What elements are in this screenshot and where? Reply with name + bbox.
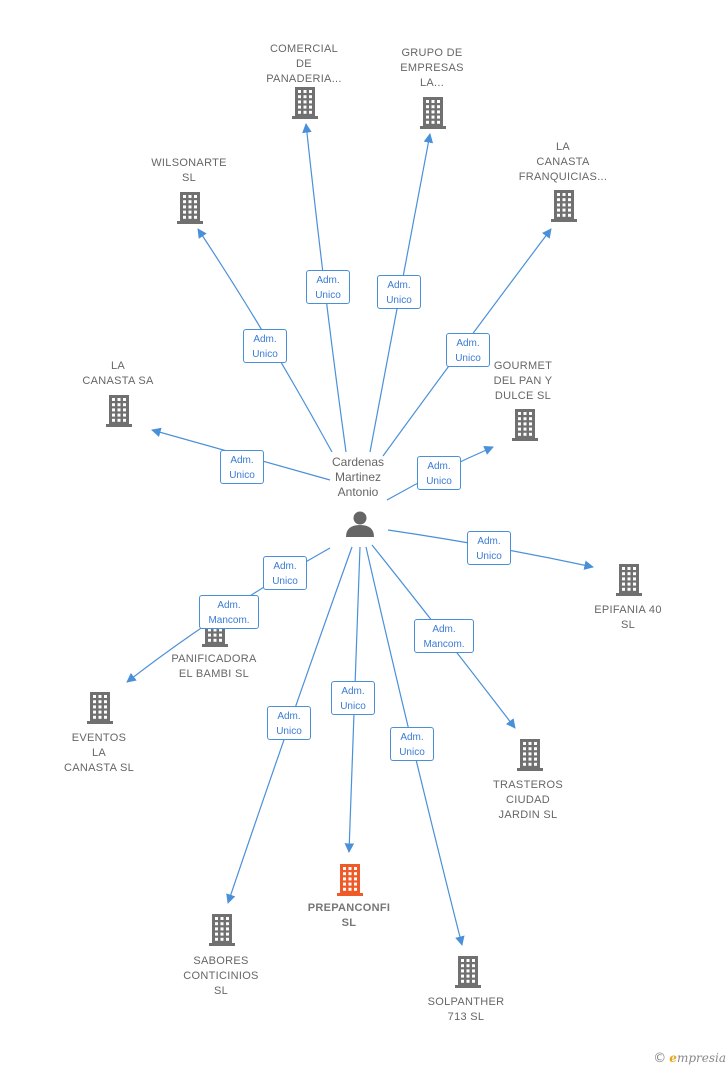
building-icon-trasteros[interactable] [517,739,543,771]
node-label-comercial[interactable]: COMERCIAL DE PANADERIA... [266,43,342,85]
building-icon-grupo[interactable] [420,97,446,129]
node-label-epifania[interactable]: EPIFANIA 40 SL [594,604,662,631]
building-icon-franquicias[interactable] [551,190,577,222]
edge-label-bambi: Adm. Unico [263,556,307,590]
node-label-bambi[interactable]: PANIFICADORA EL BAMBI SL [171,653,257,680]
edge-label-eventos: Adm. Mancom. [199,595,259,629]
person-icon[interactable] [346,511,374,538]
node-label-trasteros[interactable]: TRASTEROS CIUDAD JARDIN SL [493,779,563,821]
building-icon-wilsonarte[interactable] [177,192,203,224]
node-label-franquicias[interactable]: LA CANASTA FRANQUICIAS... [518,141,608,183]
center-person-name[interactable]: Cardenas Martinez Antonio [331,455,385,499]
building-icon-eventos[interactable] [87,692,113,724]
building-icon-comercial[interactable] [292,87,318,119]
building-icon-prepanconfi[interactable] [337,864,363,896]
edge-label-grupo: Adm. Unico [377,275,421,309]
edge-label-gourmet: Adm. Unico [417,456,461,490]
edge-label-solpanther: Adm. Unico [390,727,434,761]
building-icon-epifania[interactable] [616,564,642,596]
edge-label-epifania: Adm. Unico [467,531,511,565]
edge-label-canastasa: Adm. Unico [220,450,264,484]
node-label-gourmet[interactable]: GOURMET DEL PAN Y DULCE SL [493,360,553,402]
edge-label-trasteros: Adm. Mancom. [414,619,474,653]
building-icon-sabores[interactable] [209,914,235,946]
copyright-symbol: © [653,1051,667,1066]
node-label-sabores[interactable]: SABORES CONTICINIOS SL [183,955,259,997]
edge-label-sabores: Adm. Unico [267,706,311,740]
node-label-solpanther[interactable]: SOLPANTHER 713 SL [427,996,505,1023]
node-label-eventos[interactable]: EVENTOS LA CANASTA SL [63,732,135,774]
building-icon-solpanther[interactable] [455,956,481,988]
edge-label-franquicias: Adm. Unico [446,333,490,367]
node-label-canastasa[interactable]: LA CANASTA SA [82,360,154,387]
edge-label-prepanconfi: Adm. Unico [331,681,375,715]
node-label-wilsonarte[interactable]: WILSONARTE SL [151,157,227,184]
edge-label-comercial: Adm. Unico [306,270,350,304]
node-label-grupo[interactable]: GRUPO DE EMPRESAS LA... [400,47,464,89]
node-label-prepanconfi[interactable]: PREPANCONFI SL [307,902,391,929]
edge-label-wilsonarte: Adm. Unico [243,329,287,363]
empresia-logo[interactable]: ©empresia [653,1051,726,1066]
building-icon-canastasa[interactable] [106,395,132,427]
building-icon-gourmet[interactable] [512,409,538,441]
